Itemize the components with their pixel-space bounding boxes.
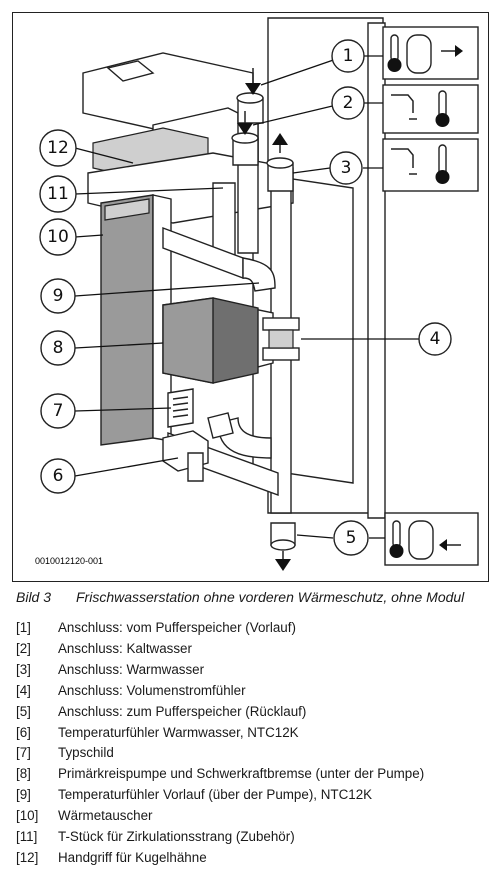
callout-2: 2 xyxy=(331,86,365,120)
legend-text: Temperaturfühler Vorlauf (über der Pumpe… xyxy=(58,787,373,803)
legend-item: [8] Primärkreispumpe und Schwerkraftbrems… xyxy=(16,764,424,785)
callout-1: 1 xyxy=(331,39,365,73)
callout-3: 3 xyxy=(329,151,363,185)
legend-item: [7] Typschild xyxy=(16,743,424,764)
callout-6: 6 xyxy=(40,458,76,494)
legend-list: [1] Anschluss: vom Pufferspeicher (Vorlau… xyxy=(16,618,424,869)
legend-item: [12] Handgriff für Kugelhähne xyxy=(16,848,424,869)
legend-index: [7] xyxy=(16,745,31,761)
legend-index: [8] xyxy=(16,766,31,782)
callout-9: 9 xyxy=(40,278,76,314)
connection-valves xyxy=(231,92,296,551)
callout-4: 4 xyxy=(418,322,452,356)
flow-arrows xyxy=(237,68,291,571)
legend-index: [10] xyxy=(16,808,39,824)
heat-exchanger xyxy=(100,194,172,446)
callout-11: 11 xyxy=(39,175,77,213)
svg-text:8: 8 xyxy=(53,338,64,358)
legend-item: [11] T-Stück für Zirkulationsstrang (Zube… xyxy=(16,827,424,848)
caption-text: Frischwasserstation ohne vorderen Wärmes… xyxy=(76,589,465,605)
figure-caption: Bild 3 Frischwasserstation ohne vorderen … xyxy=(16,589,464,605)
legend-item: [6] Temperaturfühler Warmwasser, NTC12K xyxy=(16,723,424,744)
pictogram-2 xyxy=(382,84,479,134)
svg-text:2: 2 xyxy=(343,93,354,113)
callout-5: 5 xyxy=(333,520,369,556)
legend-index: [9] xyxy=(16,787,31,803)
callout-8: 8 xyxy=(40,330,76,366)
leader-lines xyxy=(74,55,419,539)
svg-text:5: 5 xyxy=(346,528,357,548)
legend-index: [3] xyxy=(16,661,31,677)
legend-item: [9] Temperaturfühler Vorlauf (über der Pu… xyxy=(16,785,424,806)
svg-text:7: 7 xyxy=(53,401,64,421)
flow-sensor xyxy=(262,317,300,361)
legend-text: Anschluss: vom Pufferspeicher (Vorlauf) xyxy=(58,620,296,635)
legend-index: [12] xyxy=(16,849,39,865)
callout-7: 7 xyxy=(40,393,76,429)
technical-illustration: .ln { stroke: #222; stroke-width: 1.5; f… xyxy=(12,12,489,582)
legend-item: [10] Wärmetauscher xyxy=(16,806,424,827)
station-drawing: .ln { stroke: #222; stroke-width: 1.5; f… xyxy=(35,17,479,571)
legend-item: [5] Anschluss: zum Pufferspeicher (Rückla… xyxy=(16,702,424,723)
pump xyxy=(162,297,274,384)
legend-text: Anschluss: Volumenstromfühler xyxy=(58,682,246,698)
svg-text:9: 9 xyxy=(53,286,64,306)
callout-12: 12 xyxy=(39,129,77,167)
figure-code: 0010012120-001 xyxy=(35,556,103,566)
legend-index: [11] xyxy=(16,829,38,845)
legend-item: [4] Anschluss: Volumenstromfühler xyxy=(16,681,424,702)
svg-text:4: 4 xyxy=(430,329,441,349)
legend-text: Anschluss: Warmwasser xyxy=(58,661,205,677)
pictogram-3 xyxy=(382,138,479,192)
legend-text: Handgriff für Kugelhähne xyxy=(58,849,207,865)
pictogram-1 xyxy=(382,26,479,80)
legend-text: Primärkreispumpe und Schwerkraftbremse (… xyxy=(58,766,425,782)
svg-text:11: 11 xyxy=(47,184,69,204)
svg-text:1: 1 xyxy=(343,46,354,66)
pictogram-5 xyxy=(384,512,479,566)
legend-text: Wärmetauscher xyxy=(58,808,153,824)
nameplate xyxy=(167,388,194,428)
legend-index: [4] xyxy=(16,682,31,698)
legend-text: Anschluss: zum Pufferspeicher (Rücklauf) xyxy=(58,703,307,719)
caption-number: Bild 3 xyxy=(16,589,52,605)
legend-text: Temperaturfühler Warmwasser, NTC12K xyxy=(58,724,299,740)
callout-10: 10 xyxy=(39,218,77,256)
lower-valves xyxy=(162,412,234,482)
legend-index: [1] xyxy=(16,620,31,635)
legend-text: T-Stück für Zirkulationsstrang (Zubehör) xyxy=(58,829,295,845)
legend-item: [1] Anschluss: vom Pufferspeicher (Vorlau… xyxy=(16,618,424,639)
legend-index: [6] xyxy=(16,724,31,740)
svg-text:6: 6 xyxy=(53,466,64,486)
svg-text:10: 10 xyxy=(47,227,69,247)
legend-index: [2] xyxy=(16,640,31,656)
legend-item: [2] Anschluss: Kaltwasser xyxy=(16,639,424,660)
legend-index: [5] xyxy=(16,703,31,719)
svg-text:12: 12 xyxy=(47,138,69,158)
legend-text: Anschluss: Kaltwasser xyxy=(58,640,192,656)
legend-item: [3] Anschluss: Warmwasser xyxy=(16,660,424,681)
legend-text: Typschild xyxy=(58,745,114,761)
svg-text:3: 3 xyxy=(341,158,352,178)
